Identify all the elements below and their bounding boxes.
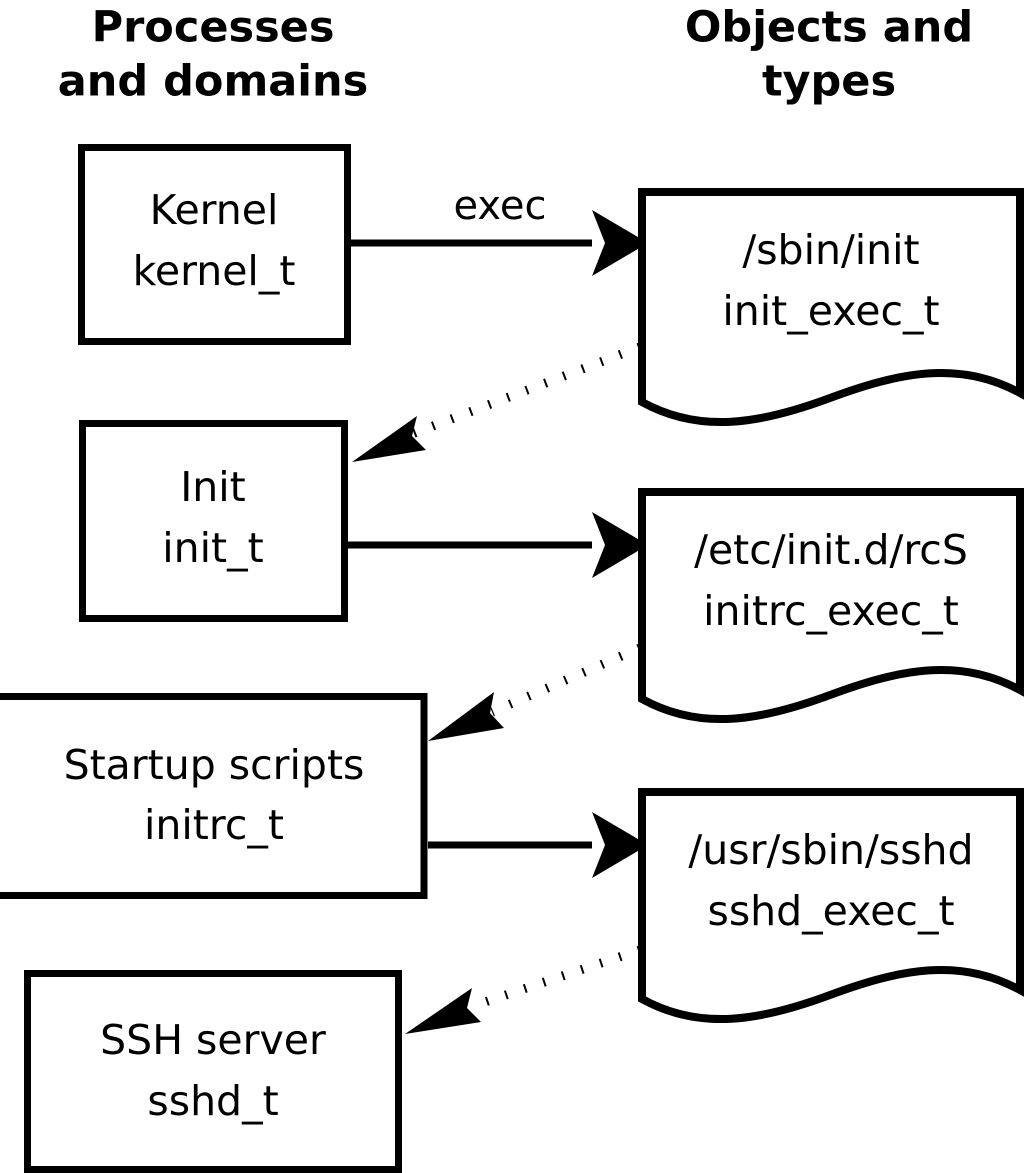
arrowhead-initrc-exec	[592, 812, 648, 878]
node-kernel-line1: Kernel	[150, 186, 279, 234]
column-header-processes: Processes and domains	[58, 3, 368, 107]
node-etc-initd-rcs-line2: initrc_exec_t	[703, 587, 959, 635]
node-ssh-server-line1: SSH server	[100, 1016, 326, 1064]
node-sbin-init-line1: /sbin/init	[742, 226, 919, 274]
node-sbin-init-line2: init_exec_t	[722, 287, 939, 335]
edge-initrc-exec-transition-initrc	[428, 643, 642, 741]
arrowhead-kernel-exec	[592, 210, 648, 276]
node-init-line1: Init	[180, 463, 246, 511]
edge-init-exec-transition-init	[352, 342, 642, 462]
column-header-objects: Objects and types	[685, 3, 973, 107]
edge-line-sshd-transition	[468, 945, 642, 1012]
node-kernel[interactable]: Kernel kernel_t	[78, 144, 351, 345]
node-ssh-server-line2: sshd_t	[147, 1077, 278, 1125]
node-etc-initd-rcs-line1: /etc/init.d/rcS	[694, 526, 968, 574]
node-usr-sbin-sshd[interactable]: /usr/sbin/sshd sshd_exec_t	[638, 788, 1024, 1024]
node-ssh-server[interactable]: SSH server sshd_t	[24, 970, 402, 1173]
node-startup-scripts-line1: Startup scripts	[64, 741, 365, 789]
column-header-processes-line2: and domains	[58, 57, 368, 107]
edge-initrc-exec-sshd-exec	[428, 812, 648, 878]
node-startup-scripts[interactable]: Startup scripts initrc_t	[0, 693, 428, 899]
column-header-processes-line1: Processes	[92, 3, 335, 53]
node-usr-sbin-sshd-line2: sshd_exec_t	[707, 887, 954, 935]
node-startup-scripts-box[interactable]	[0, 693, 428, 899]
arrowhead-init-exec	[592, 512, 648, 578]
node-kernel-line2: kernel_t	[133, 247, 296, 295]
arrowhead-init-transition	[352, 416, 426, 462]
node-etc-initd-rcs-document-shape[interactable]	[638, 488, 1024, 724]
node-usr-sbin-sshd-document-shape[interactable]	[638, 788, 1024, 1024]
column-header-objects-line1: Objects and	[685, 3, 973, 53]
node-etc-initd-rcs[interactable]: /etc/init.d/rcS initrc_exec_t	[638, 488, 1024, 724]
node-ssh-server-box[interactable]	[24, 970, 402, 1173]
node-sbin-init[interactable]: /sbin/init init_exec_t	[638, 188, 1024, 427]
column-header-objects-line2: types	[762, 57, 896, 107]
node-init-box[interactable]	[79, 420, 348, 622]
node-sbin-init-document-shape[interactable]	[638, 188, 1024, 427]
edge-kernel-exec-init-exec: exec	[351, 183, 648, 276]
node-startup-scripts-line2: initrc_t	[144, 801, 284, 849]
node-kernel-box[interactable]	[78, 144, 351, 345]
edge-init-exec-initrc-exec	[348, 512, 648, 578]
arrowhead-sshd-transition	[405, 988, 481, 1034]
edge-line-init-transition	[410, 342, 642, 439]
edge-line-initrc-transition	[490, 643, 642, 717]
edge-sshd-exec-transition-sshd	[405, 945, 642, 1034]
edge-label-exec: exec	[454, 183, 547, 229]
node-init-line2: init_t	[162, 524, 263, 572]
arrowhead-initrc-transition	[428, 692, 504, 741]
node-init[interactable]: Init init_t	[79, 420, 348, 622]
node-usr-sbin-sshd-line1: /usr/sbin/sshd	[688, 826, 973, 874]
